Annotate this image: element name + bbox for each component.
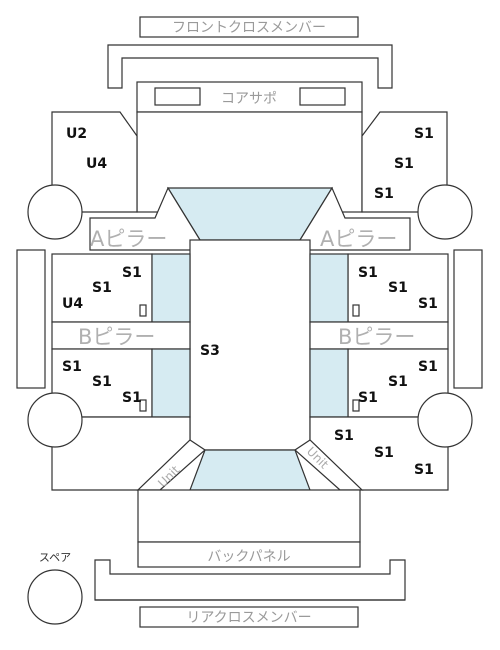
a-pillar-right-label: Aピラー [320, 227, 397, 251]
trunk-lid[interactable] [137, 489, 361, 543]
front-right-door-code-1: S1 [358, 265, 378, 281]
rear-right-door-handle [352, 399, 360, 412]
b-pillar-left-label: Bピラー [78, 325, 155, 349]
rear-left-door-code-3: S1 [122, 390, 142, 406]
front-left-door-glass[interactable] [151, 253, 191, 323]
front-bumper-bracket[interactable] [107, 44, 393, 89]
rear-right-wheel[interactable] [417, 392, 473, 448]
right-side-sill[interactable] [453, 249, 483, 389]
core-support-label: コアサポ [221, 91, 277, 107]
core-support-right-slot [299, 87, 346, 106]
rear-left-door-handle [139, 399, 147, 412]
rear-right-door-glass[interactable] [309, 348, 349, 418]
rear-cross-member-box[interactable] [139, 606, 359, 628]
front-cross-member-box[interactable] [139, 16, 359, 38]
rear-right-quarter-code-2: S1 [374, 445, 394, 461]
front-left-door-code-2: S1 [92, 280, 112, 296]
front-right-door-code-3: S1 [418, 296, 438, 312]
front-left-door-code-3: U4 [62, 296, 83, 312]
rear-left-door-code-2: S1 [92, 374, 112, 390]
front-right-fender-code-3: S1 [374, 186, 394, 202]
a-pillar-left-label: Aピラー [90, 227, 167, 251]
rear-right-door-code-1: S1 [418, 359, 438, 375]
roof-code: S3 [200, 343, 220, 359]
rear-left-door-code-1: S1 [62, 359, 82, 375]
b-pillar-left[interactable] [51, 321, 191, 350]
front-right-door-code-2: S1 [388, 280, 408, 296]
core-support-left-slot [154, 87, 201, 106]
front-right-door-handle [352, 304, 360, 317]
front-right-fender-code-2: S1 [394, 156, 414, 172]
front-left-fender-code-bottom: U4 [86, 156, 107, 172]
front-right-fender[interactable] [361, 111, 448, 213]
rear-right-quarter-code-1: S1 [334, 428, 354, 444]
front-left-fender-code-top: U2 [66, 126, 87, 142]
front-left-door-handle [139, 304, 147, 317]
front-right-wheel[interactable] [417, 184, 473, 240]
rear-right-quarter-code-3: S1 [414, 462, 434, 478]
rear-cross-member-label: リアクロスメンバー [186, 610, 311, 626]
rear-bumper-bracket-inner [111, 575, 389, 599]
left-side-sill[interactable] [16, 249, 46, 389]
spare-tire-label: スペア [39, 551, 71, 564]
rear-right-door-code-3: S1 [358, 390, 378, 406]
b-pillar-right-label: Bピラー [338, 325, 415, 349]
front-cross-member-label: フロントクロスメンバー [172, 20, 326, 36]
front-left-wheel[interactable] [27, 184, 83, 240]
front-left-door-code-1: S1 [122, 265, 142, 281]
front-right-fender-code-1: S1 [414, 126, 434, 142]
rear-left-door-glass[interactable] [151, 348, 191, 418]
back-panel[interactable] [137, 541, 361, 568]
rear-window-glass[interactable] [189, 449, 311, 491]
rear-left-wheel[interactable] [27, 392, 83, 448]
front-right-door-glass[interactable] [309, 253, 349, 323]
back-panel-label: バックパネル [207, 549, 290, 565]
b-pillar-right[interactable] [309, 321, 449, 350]
front-left-door[interactable] [51, 253, 153, 323]
rear-right-door-code-2: S1 [388, 374, 408, 390]
spare-tire[interactable] [27, 569, 83, 625]
